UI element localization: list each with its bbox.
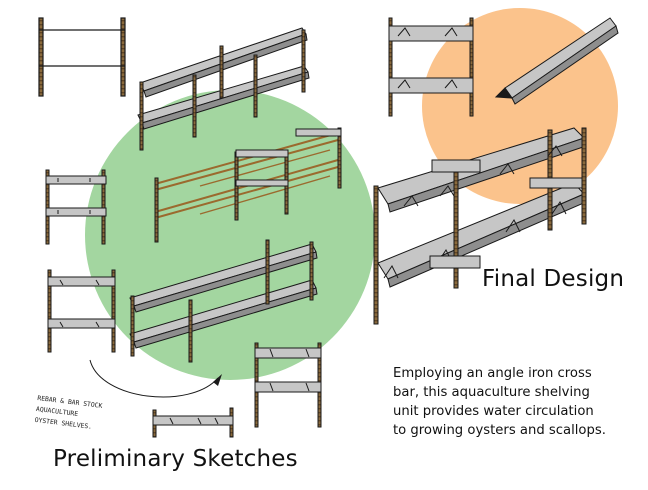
sketch-side-frame-bottom-right <box>254 342 322 428</box>
description-line: bar, this aquaculture shelving <box>393 385 590 400</box>
final-design-title: Final Design <box>482 266 625 292</box>
sketch-side-frame-lower <box>47 269 116 353</box>
pencil-icon <box>494 17 619 105</box>
final-side-frame <box>388 17 474 117</box>
description-line: Employing an angle iron cross <box>393 366 592 381</box>
sketch-small-bottom-frame <box>152 407 234 438</box>
preliminary-sketches-title: Preliminary Sketches <box>53 446 298 472</box>
description-line: to growing oysters and scallops. <box>393 423 606 438</box>
sketch-long-shelving-upper <box>137 27 310 151</box>
sketch-long-shelving-lower <box>129 239 318 363</box>
final-shelving-unit <box>373 127 587 325</box>
note-arrow <box>89 359 222 398</box>
sketch-empty-frame <box>38 17 126 97</box>
preliminary-green-circle <box>85 90 375 380</box>
description-line: unit provides water circulation <box>393 404 594 419</box>
sketch-side-frame-left <box>45 169 107 245</box>
sketch-wire-shelving <box>154 127 342 243</box>
final-design-description: Employing an angle iron cross bar, this … <box>393 364 643 440</box>
